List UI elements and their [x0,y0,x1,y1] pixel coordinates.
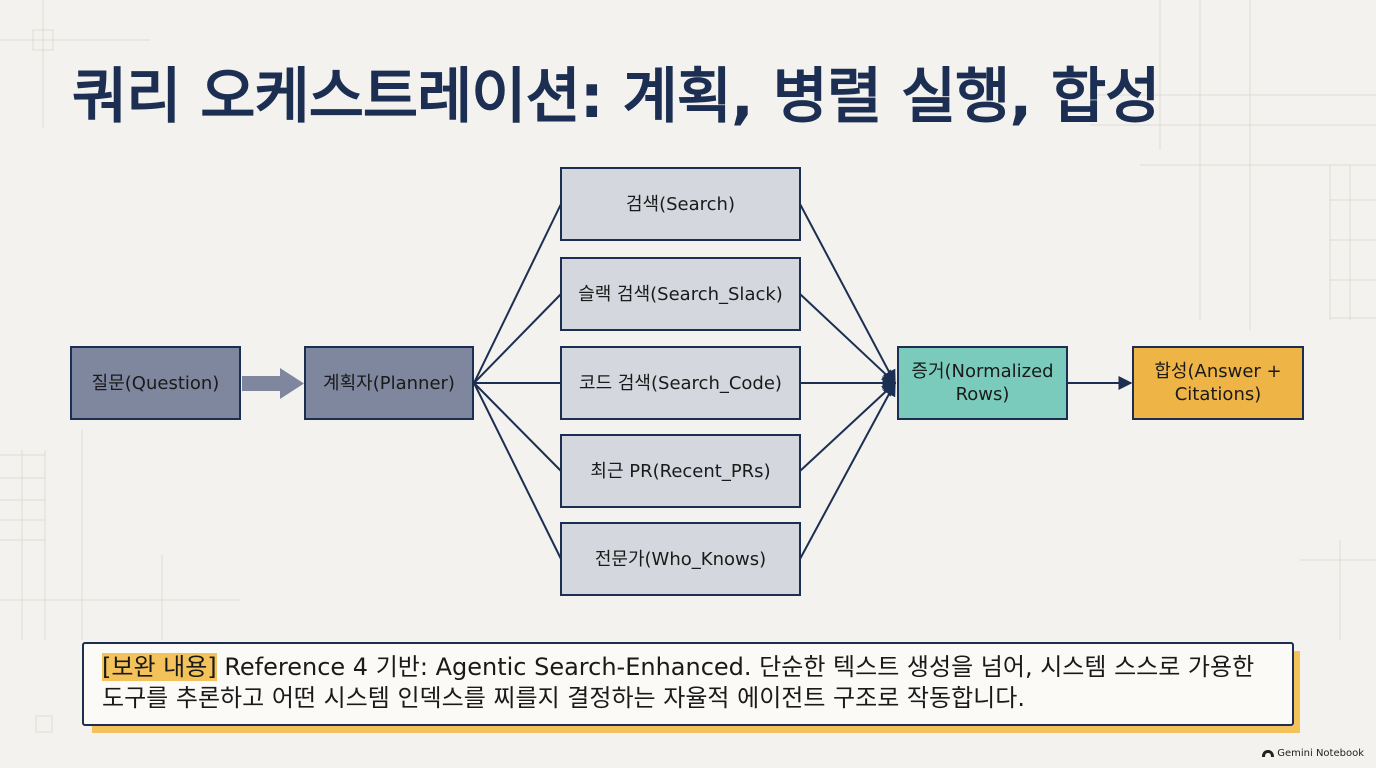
brand-label: Gemini Notebook [1277,748,1364,759]
fanout-line-recent-prs [473,382,562,472]
synthesis-label-line-1: 합성(Answer + [1154,361,1282,382]
tool-node-recent-prs: 최근 PR(Recent_PRs) [560,434,801,508]
question-to-planner-arrow [242,368,304,399]
supplement-note: [보완 내용] Reference 4 기반: Agentic Search-E… [82,642,1294,726]
synthesis-label-line-2: Citations) [1174,384,1262,405]
gemini-notebook-icon [1262,750,1275,757]
tool-node-search: 검색(Search) [560,167,801,241]
brand-watermark: Gemini Notebook [1262,748,1364,759]
fanin-line-recent-prs [799,382,897,472]
planner-node: 계획자(Planner) [304,346,474,420]
synthesis-node: 합성(Answer + Citations) [1132,346,1304,420]
question-node: 질문(Question) [70,346,241,420]
tool-node-search-code: 코드 검색(Search_Code) [560,346,801,420]
fanout-line-who-knows [473,382,562,560]
evidence-label-line-2: Rows) [955,384,1010,405]
fanout-line-search [473,203,562,384]
fanin-line-who-knows [799,381,896,560]
evidence-node: 증거(Normalized Rows) [897,346,1068,420]
tool-node-who-knows: 전문가(Who_Knows) [560,522,801,596]
note-tag: [보완 내용] [102,653,217,681]
page-title: 쿼리 오케스트레이션: 계획, 병렬 실행, 합성 [72,62,1160,132]
fanout-line-search-slack [473,293,562,384]
fanin-line-search-slack [799,293,897,384]
evidence-label-line-1: 증거(Normalized [911,361,1054,382]
note-text: Reference 4 기반: Agentic Search-Enhanced.… [102,653,1255,712]
fanin-line-search [799,203,896,385]
tool-node-search-slack: 슬랙 검색(Search_Slack) [560,257,801,331]
